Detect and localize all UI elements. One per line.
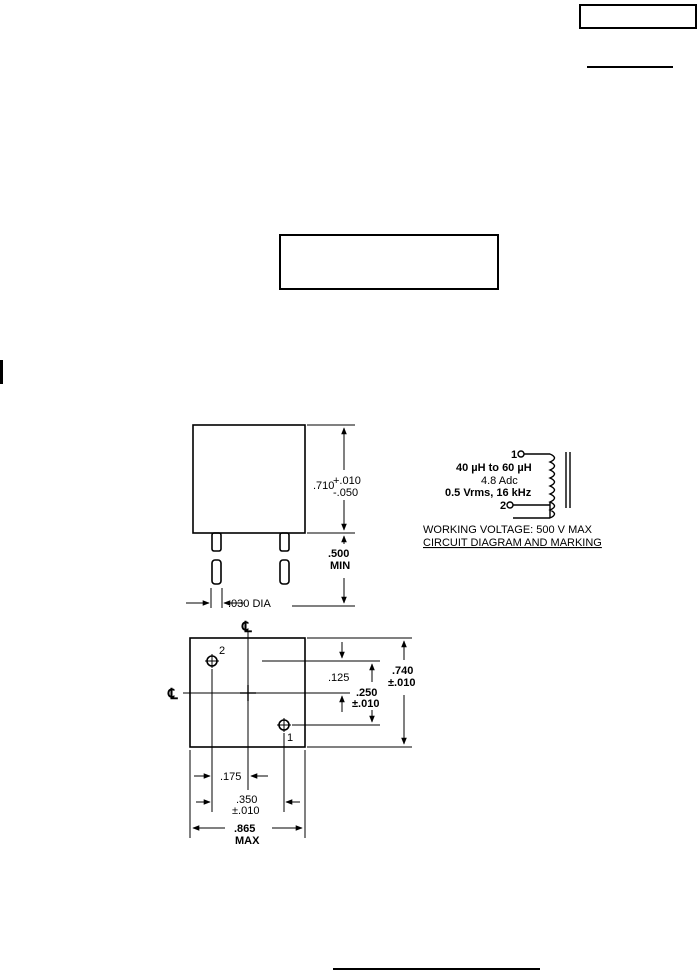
working-voltage: WORKING VOLTAGE: 500 V MAX xyxy=(423,524,593,536)
circuit-diagram xyxy=(506,450,571,519)
height-tol-plus: +.010 xyxy=(333,475,361,487)
dim-740: .740 xyxy=(392,665,413,677)
dim-250-tol: ±.010 xyxy=(352,698,379,710)
inductor-coil xyxy=(548,453,556,519)
lead-length-note: MIN xyxy=(330,560,350,572)
dim-865-note: MAX xyxy=(235,835,260,847)
centerline-symbol-vertical: ℄ xyxy=(241,619,252,636)
dim-125: .125 xyxy=(328,672,349,684)
dim-175: .175 xyxy=(220,771,241,783)
side-view xyxy=(186,424,355,608)
dim-250: .250 xyxy=(356,687,377,699)
bottom-view xyxy=(183,632,412,838)
lead-right-upper xyxy=(279,532,290,552)
centerline-symbol-horizontal: ℄ xyxy=(167,686,178,703)
center-box xyxy=(279,234,499,290)
lead-left-upper xyxy=(211,532,222,552)
lead-length: .500 xyxy=(328,548,349,560)
dim-350-tol: ±.010 xyxy=(232,805,259,817)
circuit-inductance: 40 µH to 60 µH xyxy=(456,462,532,474)
dim-350: .350 xyxy=(236,794,257,806)
lead-right-lower xyxy=(279,559,290,585)
height-nominal: .710 xyxy=(313,480,334,492)
circuit-current: 4.8 Adc xyxy=(481,475,518,487)
component-body xyxy=(192,424,306,534)
left-margin-bar xyxy=(0,360,3,384)
top-right-rule xyxy=(587,66,673,68)
dim-865: .865 xyxy=(234,823,255,835)
circuit-caption: CIRCUIT DIAGRAM AND MARKING xyxy=(423,537,602,549)
circuit-signal: 0.5 Vrms, 16 kHz xyxy=(445,487,532,499)
pin1-terminal xyxy=(517,450,525,458)
height-tol-minus: -.050 xyxy=(333,487,358,499)
pin2-terminal xyxy=(506,501,514,509)
dim-740-tol: ±.010 xyxy=(388,677,415,689)
lead-diameter: .030 DIA xyxy=(228,598,271,610)
circuit-pin2: 2 xyxy=(500,500,506,512)
top-right-box xyxy=(579,4,697,29)
lead-left-lower xyxy=(211,559,222,585)
pin1-label: 1 xyxy=(287,732,293,744)
circuit-pin1: 1 xyxy=(511,449,517,461)
pin2-label: 2 xyxy=(219,645,225,657)
bottom-rule xyxy=(333,968,540,970)
